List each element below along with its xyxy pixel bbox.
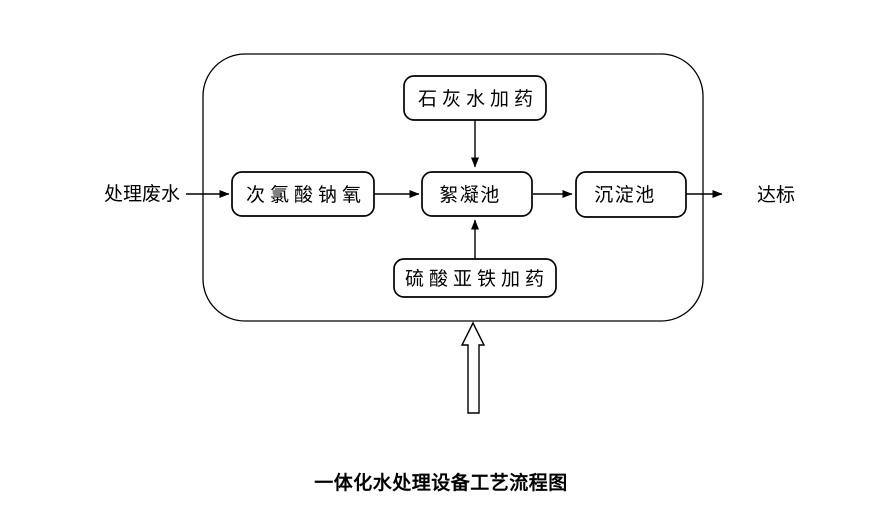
node-ferrous-sulfate-dosing-box <box>393 258 557 298</box>
node-sodium-hypochlorite-box <box>231 171 375 217</box>
diagram-title: 一体化水处理设备工艺流程图 <box>314 471 568 494</box>
effluent-label: 达标 <box>757 184 795 206</box>
node-sedimentation-tank-label: 沉淀池 <box>594 184 656 206</box>
node-ferrous-sulfate-dosing: 硫酸亚铁加药 <box>393 258 557 298</box>
node-lime-dosing-label: 石灰水加药 <box>418 88 538 110</box>
node-sedimentation-tank-box <box>575 171 687 218</box>
node-lime-dosing-box <box>403 75 547 121</box>
node-sodium-hypochlorite-label: 次氯酸钠氧 <box>246 184 366 206</box>
process-boundary <box>202 53 704 322</box>
node-sedimentation-tank: 沉淀池 <box>575 171 687 218</box>
node-flocculation-tank-label: 絮凝池 <box>439 184 501 206</box>
influent-label: 处理废水 <box>104 183 180 205</box>
hollow-up-arrow <box>460 321 486 414</box>
node-flocculation-tank: 絮凝池 <box>421 171 533 217</box>
node-ferrous-sulfate-dosing-label: 硫酸亚铁加药 <box>405 268 549 290</box>
node-sodium-hypochlorite: 次氯酸钠氧 <box>231 171 375 217</box>
node-flocculation-tank-box <box>421 171 533 217</box>
node-lime-dosing: 石灰水加药 <box>403 75 547 121</box>
